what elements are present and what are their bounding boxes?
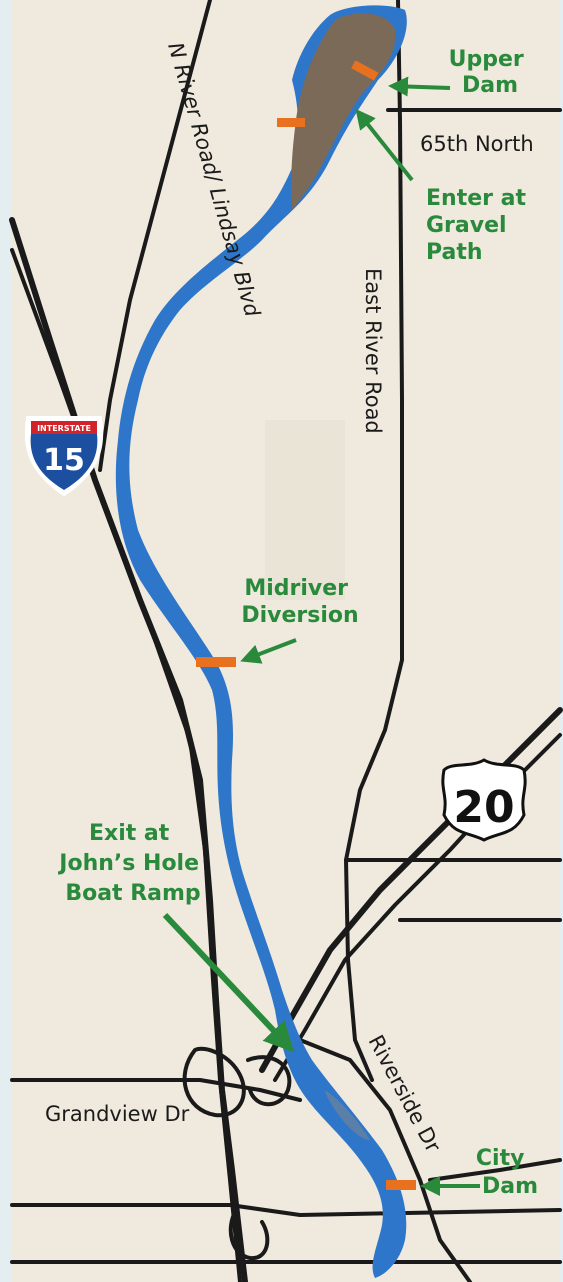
exit-arrow <box>162 912 295 1053</box>
enter-line-3: Path <box>426 240 483 265</box>
midriver-diversion-annotation: Midriver Diversion <box>240 576 359 664</box>
n-river-road <box>98 0 212 472</box>
midriver-line-2: Diversion <box>241 603 358 628</box>
grandview-dr-label: Grandview Dr <box>45 1102 190 1126</box>
johns-hole-interchange <box>246 1055 292 1107</box>
us-route-shield-icon: 20 <box>441 758 527 842</box>
upper-dam-line-2: Dam <box>462 73 518 98</box>
svg-text:City Dam: City Dam <box>476 1146 538 1199</box>
upper-dam-marker <box>351 60 379 81</box>
lower-interchange <box>228 1208 270 1261</box>
grandview-interchange <box>182 1046 246 1118</box>
upper-dam-line-1: Upper <box>449 47 524 72</box>
interstate-banner-label: INTERSTATE <box>37 424 91 433</box>
midriver-diversion-marker <box>196 657 236 667</box>
interstate-shield-icon: INTERSTATE 15 <box>24 416 104 497</box>
svg-text:Exit at John’s Hole: Exit at John’s Hole Boat Ramp <box>57 821 206 906</box>
upper-dam-annotation: Upper Dam <box>388 47 532 98</box>
grandview-dr-road <box>10 1078 302 1102</box>
midriver-line-1: Midriver <box>244 576 348 601</box>
lower-cross-road <box>10 1203 562 1217</box>
svg-text:Enter at Gravel Pa: Enter at Gravel Path <box>426 186 534 265</box>
river-island <box>325 1090 370 1140</box>
exit-line-3: Boat Ramp <box>65 881 200 906</box>
city-dam-line-1: City <box>476 1146 525 1171</box>
urban-area <box>265 420 345 600</box>
city-dam-line-2: Dam <box>482 1174 538 1199</box>
dams <box>196 60 416 1190</box>
midriver-arrow <box>240 638 297 664</box>
exit-line-2: John’s Hole <box>57 851 199 876</box>
city-dam-annotation: City Dam <box>420 1146 538 1199</box>
us-route-number-label: 20 <box>453 782 514 833</box>
east-river-road <box>344 0 404 1082</box>
southeast-road <box>428 1158 562 1182</box>
enter-arrow <box>355 108 414 182</box>
city-dam-marker <box>386 1180 416 1190</box>
snake-river <box>115 5 407 1278</box>
upper-reservoir <box>291 13 396 210</box>
svg-text:Upper Dam: Upper Dam <box>449 47 532 98</box>
riverside-dr-road <box>298 1038 472 1282</box>
sixty-fifth-north-label: 65th North <box>420 132 534 156</box>
enter-gravel-path-annotation: Enter at Gravel Path <box>355 108 534 265</box>
exit-johns-hole-annotation: Exit at John’s Hole Boat Ramp <box>57 821 295 1053</box>
enter-line-1: Enter at <box>426 186 526 211</box>
interstate-number-label: 15 <box>43 443 85 478</box>
upper-dam-arrow <box>388 76 451 97</box>
svg-text:Midriver Diversion: Midriver Diversion <box>241 576 358 628</box>
enter-line-2: Gravel <box>426 213 507 238</box>
exit-line-1: Exit at <box>89 821 170 846</box>
river-channel <box>115 5 407 1278</box>
reservoir-dam-marker <box>277 118 305 127</box>
east-river-road-label: East River Road <box>361 268 385 434</box>
